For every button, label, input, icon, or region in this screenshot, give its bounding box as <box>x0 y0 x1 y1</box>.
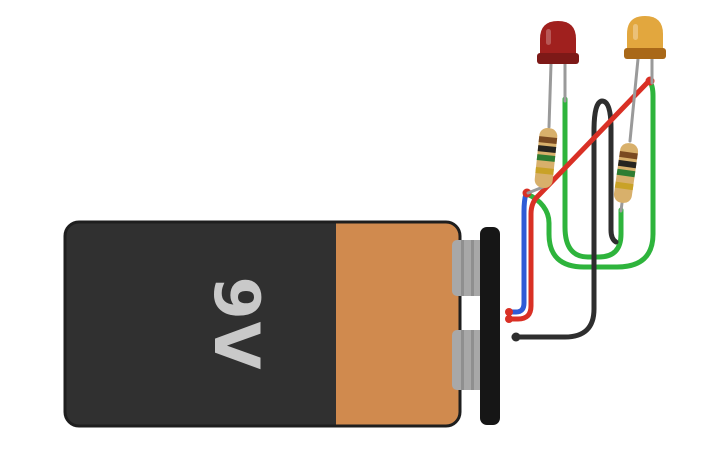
terminal-ridge <box>471 240 474 296</box>
led-dome <box>627 16 663 48</box>
wire-blue[interactable] <box>506 191 529 315</box>
led-flange <box>537 53 579 64</box>
terminal-cylinder <box>452 240 486 296</box>
terminal-ridge <box>461 240 464 296</box>
resistor-band-2 <box>617 159 637 169</box>
resistor-right[interactable] <box>613 142 639 204</box>
resistor-band-2 <box>537 145 557 153</box>
resistor-left-bottom-lead <box>526 185 545 195</box>
battery-sleeve <box>336 222 460 426</box>
resistor-band-1 <box>619 150 638 160</box>
resistor-band-3 <box>536 154 556 162</box>
junction-dot-battery-blue <box>505 308 513 316</box>
resistor-band-4 <box>614 181 634 191</box>
battery-connector-cap <box>480 227 500 425</box>
led-red-left-leg <box>547 62 553 129</box>
led-orange-left-leg <box>628 57 640 143</box>
battery-terminal-negative[interactable] <box>452 330 486 390</box>
junction-dot-battery-black <box>511 332 521 342</box>
led-highlight <box>633 24 638 40</box>
resistor-band-4 <box>535 167 554 175</box>
junction-dot-battery-red <box>505 315 513 323</box>
terminal-ridge <box>471 330 474 390</box>
wire-red-power[interactable] <box>506 80 650 322</box>
led-dome <box>540 21 576 53</box>
battery-9v[interactable]: 9V <box>63 220 500 428</box>
led-flange <box>624 48 666 59</box>
battery-voltage-label: 9V <box>200 276 273 371</box>
resistor-right-bottom-lead <box>619 201 624 213</box>
wire-black-ground[interactable] <box>511 98 619 340</box>
terminal-cylinder <box>452 330 486 390</box>
resistor-band-3 <box>616 168 636 178</box>
resistor-left[interactable] <box>534 127 558 189</box>
battery-terminal-positive[interactable] <box>452 240 486 296</box>
terminal-ridge <box>461 330 464 390</box>
led-highlight <box>546 29 551 45</box>
led-red[interactable] <box>537 21 579 64</box>
wire-green-outer[interactable] <box>524 79 656 270</box>
led-orange[interactable] <box>624 16 666 59</box>
battery-outline <box>63 220 462 428</box>
resistor-band-1 <box>538 136 558 145</box>
